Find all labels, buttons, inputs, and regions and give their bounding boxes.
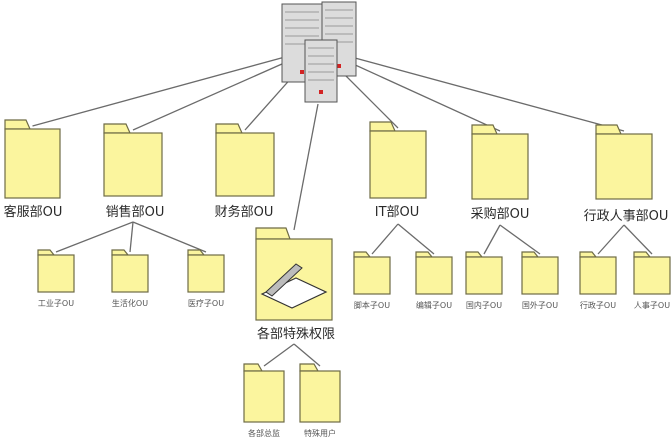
folder-icon xyxy=(111,254,149,293)
scanner-lid xyxy=(265,263,303,297)
folder-tab xyxy=(633,251,652,258)
edge-xiaoshou-gongchang xyxy=(55,221,134,253)
ou-folder-caiwu[interactable] xyxy=(215,123,275,197)
ou-folder-bianji[interactable] xyxy=(415,251,453,295)
edge-xiaoshou-yiliao xyxy=(132,221,207,253)
folder-tab xyxy=(37,249,56,256)
ou-folder-zongjian[interactable] xyxy=(243,363,285,423)
folder-tab xyxy=(111,249,130,256)
folder-tab xyxy=(369,121,396,132)
folder-tab xyxy=(471,124,498,135)
ou-label-jiaoben: 脚本子OU xyxy=(354,300,390,310)
folder-icon xyxy=(243,370,285,423)
edge-root-xingzheng xyxy=(317,47,625,132)
ou-label-xingzheng: 行政人事部OU xyxy=(584,209,669,224)
ou-folder-guowai[interactable] xyxy=(521,251,559,295)
folder-icon xyxy=(465,256,503,295)
folder-icon xyxy=(353,256,391,295)
server-cluster-icon[interactable] xyxy=(281,1,357,103)
folder-tab xyxy=(595,124,622,135)
folder-icon xyxy=(299,370,341,423)
ou-label-it: IT部OU xyxy=(375,205,420,220)
ou-label-guowai: 国外子OU xyxy=(522,300,558,310)
ou-label-kefu: 客服部OU xyxy=(4,204,63,220)
ou-label-teshu: 特殊用户 xyxy=(304,428,336,438)
ou-label-special: 各部特殊权限 xyxy=(257,326,335,342)
ou-label-renshi: 人事子OU xyxy=(634,300,670,310)
edge-special-zongjian xyxy=(263,343,295,367)
folder-icon xyxy=(369,130,427,199)
ou-label-bianji: 编辑子OU xyxy=(416,300,452,310)
ou-label-gongchang: 工业子OU xyxy=(38,298,74,308)
folder-icon xyxy=(103,132,163,197)
edge-root-special xyxy=(293,103,319,231)
folder-icon xyxy=(633,256,671,295)
folder-icon xyxy=(415,256,453,295)
folder-tab xyxy=(103,123,131,134)
scanner-icon xyxy=(260,263,328,309)
ou-label-zongjian: 各部总监 xyxy=(248,428,280,438)
edge-it-bianji xyxy=(397,223,435,255)
folder-icon xyxy=(187,254,225,293)
edge-caigou-guowai xyxy=(499,224,541,255)
ou-folder-gongchang[interactable] xyxy=(37,249,75,293)
edge-it-jiaoben xyxy=(371,223,399,255)
folder-tab xyxy=(215,123,243,134)
server-front-icon xyxy=(304,39,338,103)
ou-folder-jiaoben[interactable] xyxy=(353,251,391,295)
folder-tab xyxy=(353,251,372,258)
ou-label-caigou: 采购部OU xyxy=(471,206,530,222)
edge-xiaoshou-shenghuo xyxy=(129,221,134,253)
ou-label-caiwu: 财务部OU xyxy=(215,204,274,220)
ou-label-yiliao: 医疗子OU xyxy=(188,298,224,308)
edge-xingzheng-renshi xyxy=(623,224,653,255)
server-led xyxy=(337,64,341,68)
server-led xyxy=(319,90,323,94)
ou-folder-yiliao[interactable] xyxy=(187,249,225,293)
ou-folder-teshu[interactable] xyxy=(299,363,341,423)
folder-icon xyxy=(471,133,529,200)
nodes: 客服部OU 销售部OU 工业子OU 生活化OU 医疗子OU 财务部OU IT部OU 脚本子OU… xyxy=(4,1,671,438)
ou-folder-kefu[interactable] xyxy=(4,119,61,199)
ou-folder-xiaoshou[interactable] xyxy=(103,123,163,197)
ou-label-xingzhengzi: 行政子OU xyxy=(580,300,616,310)
ou-label-shenghuo: 生活化OU xyxy=(112,298,148,308)
folder-tab xyxy=(465,251,484,258)
ou-folder-it[interactable] xyxy=(369,121,427,199)
folder-tab xyxy=(521,251,540,258)
ou-folder-renshi[interactable] xyxy=(633,251,671,295)
edge-xingzheng-xingzhengzi xyxy=(597,224,625,255)
edge-caigou-guonei xyxy=(483,224,501,255)
folder-tab xyxy=(579,251,598,258)
ou-folder-caigou[interactable] xyxy=(471,124,529,200)
folder-icon xyxy=(579,256,617,295)
folder-tab xyxy=(4,119,31,130)
ou-folder-xingzheng[interactable] xyxy=(595,124,653,200)
folder-icon xyxy=(521,256,559,295)
folder-icon xyxy=(595,133,653,200)
folder-icon xyxy=(37,254,75,293)
server-led xyxy=(300,70,304,74)
folder-tab xyxy=(255,227,291,240)
ou-folder-shenghuo[interactable] xyxy=(111,249,149,293)
folder-icon xyxy=(215,132,275,197)
folder-tab xyxy=(243,363,264,372)
ou-label-xiaoshou: 销售部OU xyxy=(106,204,165,220)
ou-label-guonei: 国内子OU xyxy=(466,300,502,310)
folder-tab xyxy=(299,363,320,372)
edge-root-kefu xyxy=(32,47,319,127)
folder-icon xyxy=(4,128,61,199)
folder-tab xyxy=(415,251,434,258)
ou-folder-guonei[interactable] xyxy=(465,251,503,295)
edge-special-teshu xyxy=(293,343,321,367)
ou-folder-xingzhengzi[interactable] xyxy=(579,251,617,295)
